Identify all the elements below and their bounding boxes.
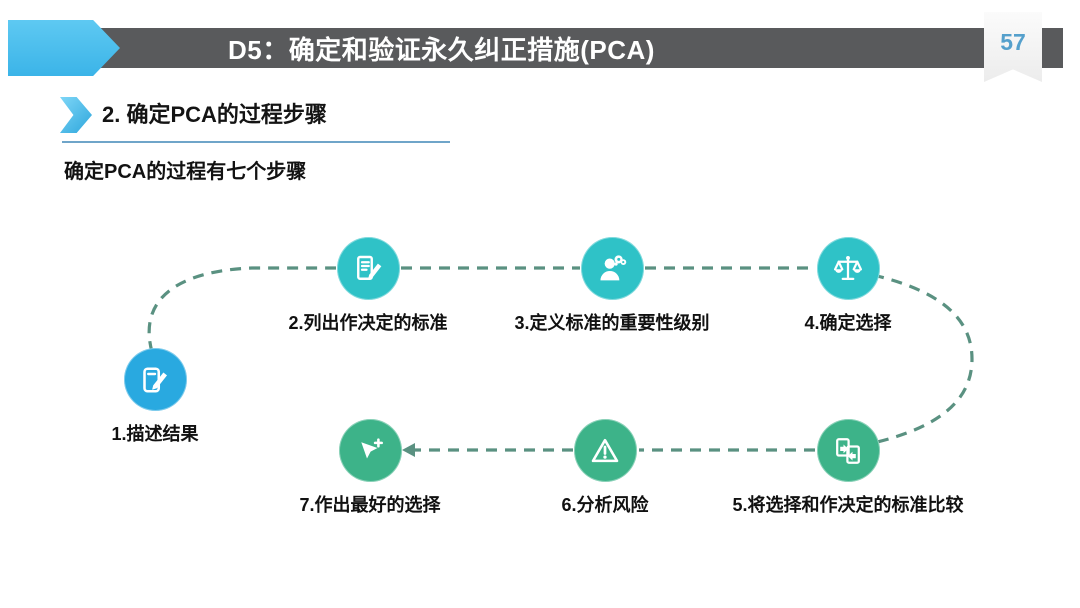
step-2: 2.列出作决定的标准 bbox=[208, 237, 528, 335]
intro-text: 确定PCA的过程有七个步骤 bbox=[64, 161, 307, 183]
step-5: 5.将选择和作决定的标准比较 bbox=[688, 419, 1008, 517]
step-label: 5.将选择和作决定的标准比较 bbox=[732, 495, 964, 515]
cursor-select-icon bbox=[338, 419, 402, 482]
page-number-ribbon: 57 bbox=[984, 12, 1042, 82]
section-heading: 2. 确定PCA的过程步骤 bbox=[102, 102, 327, 127]
step-label: 2.列出作决定的标准 bbox=[288, 313, 448, 333]
banner-arrow-shape bbox=[8, 20, 120, 76]
step-6: 6.分析风险 bbox=[445, 419, 765, 517]
notepad-pencil-icon bbox=[123, 348, 187, 411]
thinking-person-icon bbox=[580, 237, 644, 300]
title-banner: D5：确定和验证永久纠正措施(PCA) bbox=[100, 28, 1063, 68]
step-label: 7.作出最好的选择 bbox=[299, 495, 441, 515]
document-pencil-icon bbox=[336, 237, 400, 300]
balance-scale-icon bbox=[816, 237, 880, 300]
step-label: 4.确定选择 bbox=[804, 313, 892, 333]
step-3: 3.定义标准的重要性级别 bbox=[452, 237, 772, 335]
compare-documents-icon bbox=[816, 419, 880, 482]
slide-title: D5：确定和验证永久纠正措施(PCA) bbox=[228, 34, 655, 65]
step-7: 7.作出最好的选择 bbox=[210, 419, 530, 517]
warning-triangle-icon bbox=[573, 419, 637, 482]
step-1: 1.描述结果 bbox=[0, 348, 315, 446]
step-label: 6.分析风险 bbox=[561, 495, 649, 515]
step-label: 1.描述结果 bbox=[111, 424, 199, 444]
step-4: 4.确定选择 bbox=[688, 237, 1008, 335]
section-underline bbox=[62, 141, 450, 143]
step-label: 3.定义标准的重要性级别 bbox=[514, 313, 710, 333]
page-number: 57 bbox=[1000, 28, 1026, 55]
chevron-right-icon bbox=[60, 97, 92, 133]
